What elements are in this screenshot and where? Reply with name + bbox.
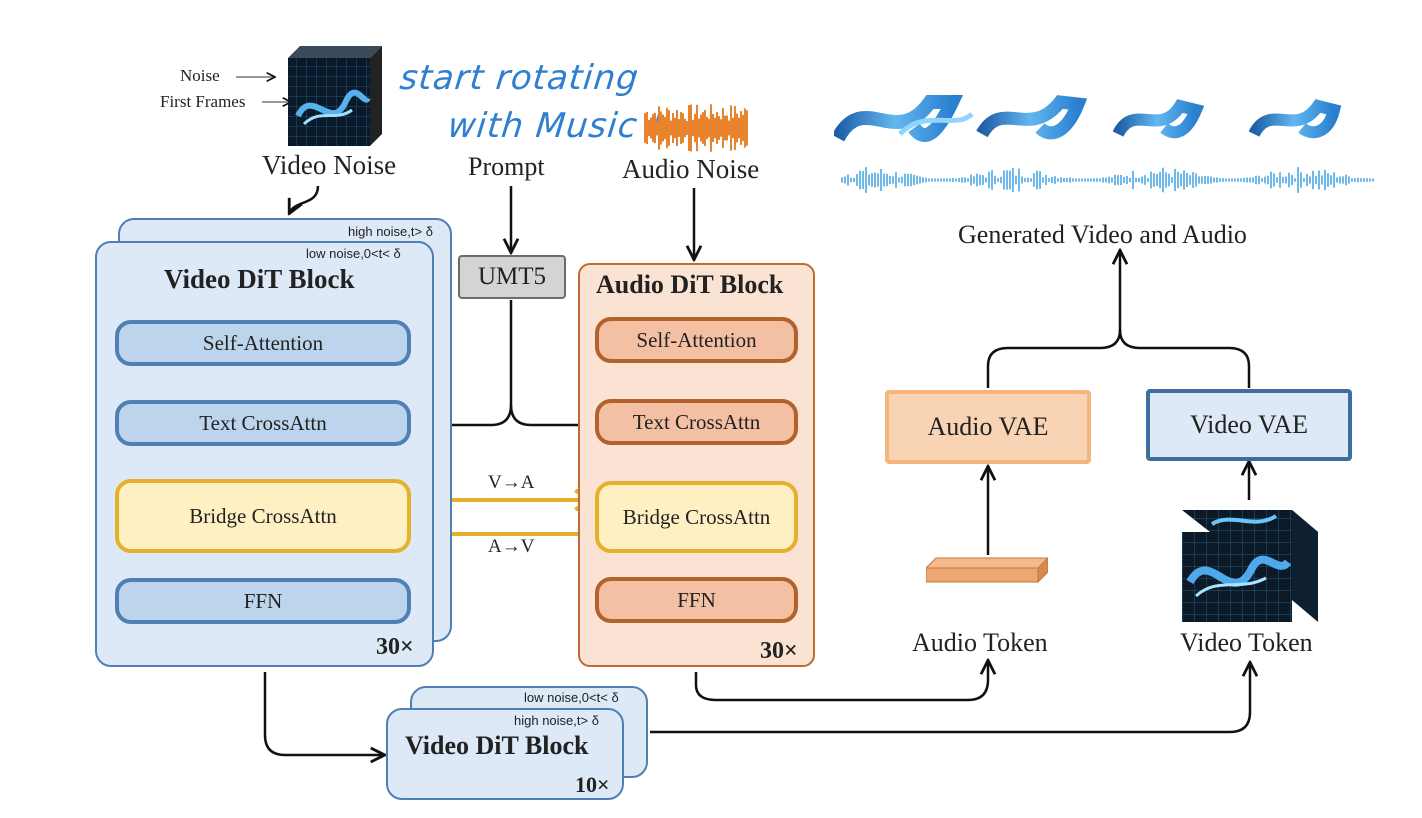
video-token-label: Video Token (1180, 628, 1313, 657)
video-bridge-crossattn-layer: Bridge CrossAttn (115, 479, 411, 553)
audio-token-label: Audio Token (912, 628, 1048, 657)
video-self-attention-layer: Self-Attention (115, 320, 411, 366)
video-block-repeat: 30× (376, 634, 414, 660)
bridge-v-to-a-label: V→A (488, 472, 535, 493)
audio-token-icon (926, 557, 1048, 584)
small-video-block-front-tag: high noise,t> δ (514, 713, 599, 728)
video-block-title: Video DiT Block (164, 264, 355, 294)
handwritten-line2: with Music ! (445, 106, 667, 146)
audio-noise-label: Audio Noise (622, 154, 760, 184)
video-block-front-tag: low noise,0<t< δ (306, 246, 401, 261)
generated-output-image (834, 95, 1374, 193)
umt5-encoder: UMT5 (458, 255, 566, 299)
small-block-to-video-token-arrow (650, 664, 1250, 734)
video-noise-cube-image (288, 46, 382, 146)
video-block-back-tag: high noise,t> δ (348, 224, 433, 239)
video-to-small-block-arrow (263, 672, 383, 755)
audio-vae-merge-line (986, 329, 1122, 388)
video-text-crossattn-layer: Text CrossAttn (115, 400, 411, 446)
audio-block-repeat: 30× (760, 638, 798, 664)
video-noise-label: Video Noise (262, 150, 397, 180)
audio-noise-waveform (644, 104, 748, 152)
video-vae-box: Video VAE (1146, 389, 1352, 461)
small-video-dit-block (386, 708, 624, 800)
small-video-block-title: Video DiT Block (405, 731, 589, 760)
video-vae-merge-line (1118, 329, 1251, 388)
umt5-to-audio-text-arrow (509, 404, 592, 425)
bridge-a-to-v-label: A→V (488, 536, 535, 557)
audio-block-title: Audio DiT Block (596, 270, 784, 299)
small-video-block-repeat: 10× (575, 772, 610, 797)
video-token-cube-image (1182, 510, 1318, 622)
audio-ffn-layer: FFN (595, 577, 798, 623)
audio-to-token-arrow (694, 662, 988, 702)
small-video-block-back-tag: low noise,0<t< δ (524, 690, 619, 705)
first-frames-label: First Frames (160, 92, 246, 111)
handwritten-line1: start rotating (397, 58, 641, 98)
video-noise-arrow (290, 185, 320, 212)
prompt-label: Prompt (468, 152, 545, 181)
generated-frames (834, 95, 1342, 142)
video-ffn-layer: FFN (115, 578, 411, 624)
generated-label: Generated Video and Audio (958, 220, 1247, 249)
noise-label: Noise (180, 66, 220, 85)
audio-text-crossattn-layer: Text CrossAttn (595, 399, 798, 445)
audio-self-attention-layer: Self-Attention (595, 317, 798, 363)
audio-bridge-crossattn-layer: Bridge CrossAttn (595, 481, 798, 553)
audio-vae-box: Audio VAE (885, 390, 1091, 464)
